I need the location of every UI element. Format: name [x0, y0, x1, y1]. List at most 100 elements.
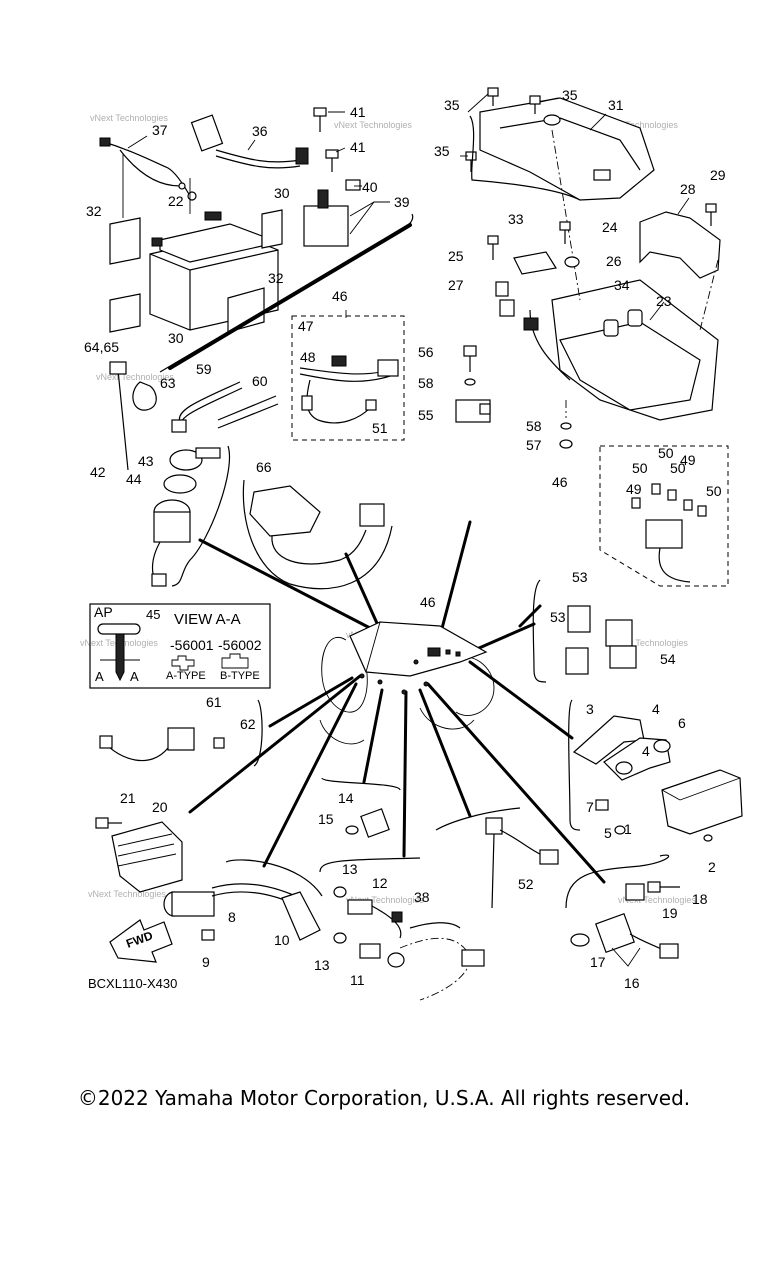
callout-59: 59 — [196, 361, 212, 377]
sensor — [485, 817, 503, 835]
horn — [171, 891, 215, 917]
gasket — [333, 886, 347, 898]
callout-14: 14 — [338, 790, 354, 806]
callout-13: 13 — [314, 957, 330, 973]
o-ring — [570, 933, 590, 947]
terminal-cover — [190, 114, 224, 152]
arrow-label-right: A — [130, 669, 139, 684]
battery-box-bracket — [479, 97, 655, 201]
connector — [461, 949, 485, 967]
switch-group — [333, 886, 485, 1001]
connector — [659, 943, 679, 959]
copyright-notice: ©2022 Yamaha Motor Corporation, U.S.A. A… — [77, 1086, 691, 1110]
vehicle-silhouette — [319, 621, 495, 745]
callout-23: 23 — [656, 293, 672, 309]
battery-pad — [227, 287, 265, 333]
type-a-label: A-TYPE — [166, 670, 206, 682]
connector — [359, 503, 385, 527]
bolt — [95, 817, 109, 829]
callout-46: 46 — [552, 474, 568, 490]
callout-49: 49 — [626, 481, 642, 497]
callout-27: 27 — [448, 277, 464, 293]
callout-15: 15 — [318, 811, 334, 827]
callout-51: 51 — [372, 420, 388, 436]
watermark: vNext Technologies — [334, 120, 412, 130]
callout-58: 58 — [418, 375, 434, 391]
callout-39: 39 — [394, 194, 410, 210]
sensor — [360, 808, 390, 838]
callout-63: 63 — [160, 375, 176, 391]
battery-strap — [639, 211, 721, 279]
watermark: vNext Technologies — [618, 895, 696, 905]
callout-1: 1 — [624, 821, 632, 837]
callout-6: 6 — [678, 715, 686, 731]
callout-54: 54 — [660, 651, 676, 667]
battery-pad — [109, 217, 141, 265]
callout-18: 18 — [692, 891, 708, 907]
battery-group — [99, 107, 390, 333]
callout-38: 38 — [414, 889, 430, 905]
bolt — [201, 929, 215, 941]
view-a-a-box: AP 45 VIEW A-A -56001 -56002 A-TYPE B-TY… — [89, 603, 271, 689]
main-switch-group — [109, 361, 279, 587]
b-type-icon — [221, 653, 249, 669]
callout-25: 25 — [448, 248, 464, 264]
callout-36: 36 — [252, 123, 268, 139]
a-type-icon — [171, 655, 195, 671]
cable-tie — [178, 381, 241, 423]
connector — [539, 849, 559, 865]
callout-labels: 41 41 37 36 40 39 30 22 32 32 30 35 35 3… — [84, 87, 726, 991]
wire-harness — [299, 367, 391, 375]
callout-8: 8 — [228, 909, 236, 925]
view-part-ref: 45 — [146, 607, 160, 622]
view-ap-label: AP — [94, 604, 113, 620]
watermark: vNext Technologies — [96, 372, 174, 382]
callout-3: 3 — [586, 701, 594, 717]
speed-sensor-group — [485, 817, 559, 909]
watermark: vNext Technologies — [600, 120, 678, 130]
hose — [281, 891, 321, 941]
callout-60: 60 — [252, 373, 268, 389]
callout-41: 41 — [350, 139, 366, 155]
rectifier-regulator — [111, 821, 183, 893]
collar — [559, 439, 573, 449]
callout-35: 35 — [434, 143, 450, 159]
callout-53: 53 — [572, 569, 588, 585]
type-a-code: -56001 — [170, 637, 214, 653]
collar — [564, 256, 580, 268]
bracket — [625, 883, 645, 901]
callout-37: 37 — [152, 122, 168, 138]
callout-5: 5 — [604, 825, 612, 841]
callout-66: 66 — [256, 459, 272, 475]
bolt — [705, 203, 717, 213]
damper — [603, 319, 619, 337]
fwd-arrow-icon — [109, 919, 173, 963]
callout-10: 10 — [274, 932, 290, 948]
leader-lines — [188, 520, 606, 884]
temperature-sensor-group — [345, 808, 390, 838]
callout-4: 4 — [652, 701, 660, 717]
callout-11: 11 — [350, 972, 365, 988]
cable-tie — [117, 369, 129, 471]
callout-35: 35 — [444, 97, 460, 113]
battery-pad — [109, 293, 141, 333]
nut — [163, 474, 197, 494]
rectifier-group — [95, 817, 183, 893]
callout-26: 26 — [606, 253, 622, 269]
washer — [560, 422, 572, 430]
bolt — [595, 799, 609, 811]
relay — [565, 647, 589, 675]
callout-20: 20 — [152, 799, 168, 815]
bolt — [647, 881, 661, 893]
fuse-box-group — [599, 445, 729, 587]
callout-7: 7 — [586, 799, 594, 815]
type-b-label: B-TYPE — [220, 670, 260, 682]
callout-50: 50 — [658, 445, 674, 461]
relay — [567, 605, 591, 633]
callout-62: 62 — [240, 716, 256, 732]
callout-46: 46 — [332, 288, 348, 304]
callout-24: 24 — [602, 219, 618, 235]
callout-50: 50 — [632, 460, 648, 476]
callout-40: 40 — [362, 179, 378, 195]
battery-lead — [103, 141, 191, 197]
